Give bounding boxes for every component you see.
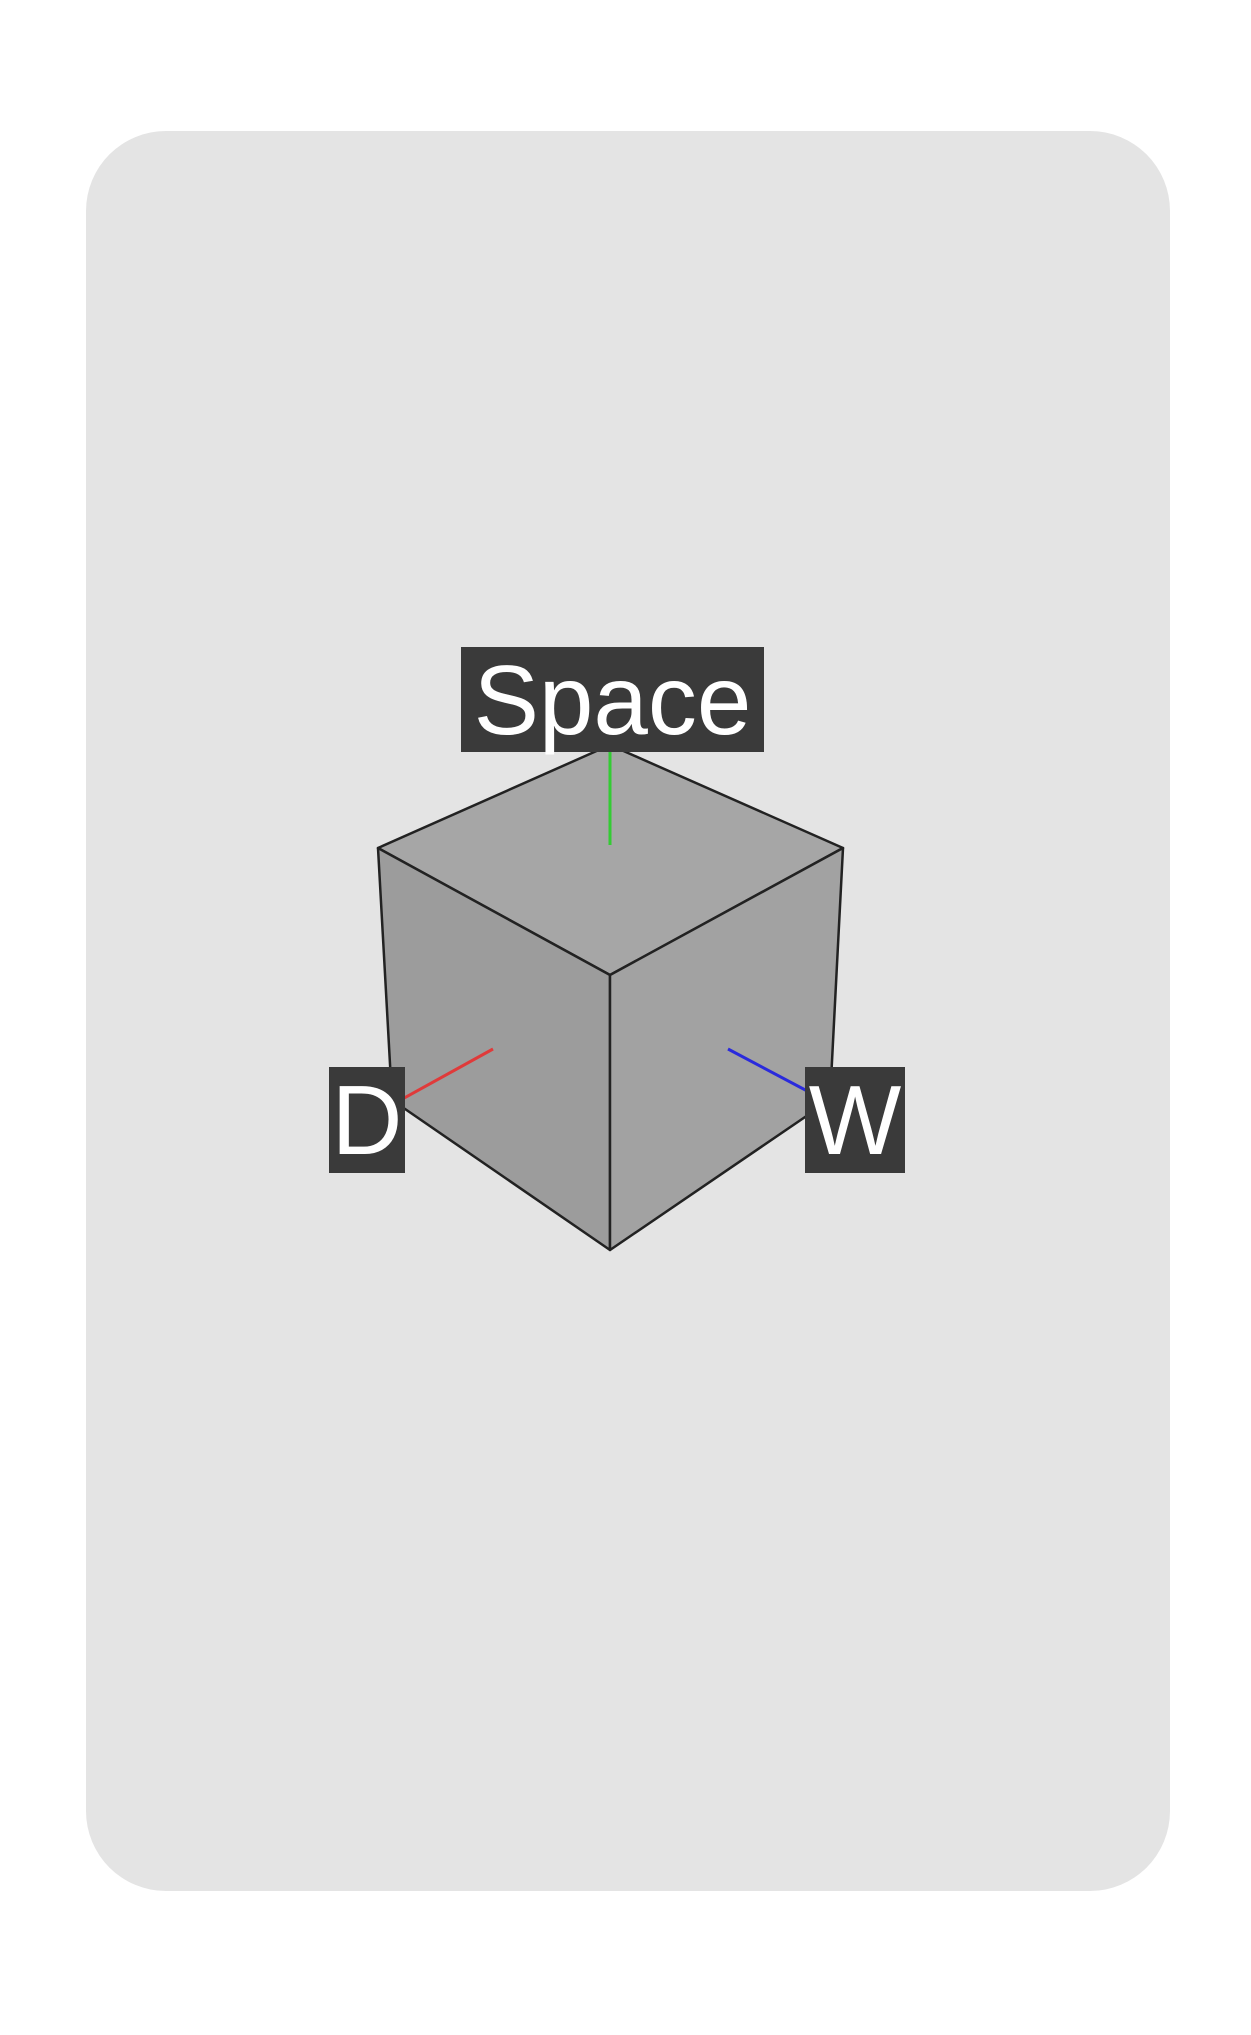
key-label-w: W bbox=[805, 1067, 905, 1173]
key-label-d: D bbox=[329, 1067, 405, 1173]
cube-right-face bbox=[608, 846, 845, 1252]
key-label-space: Space bbox=[461, 647, 764, 752]
